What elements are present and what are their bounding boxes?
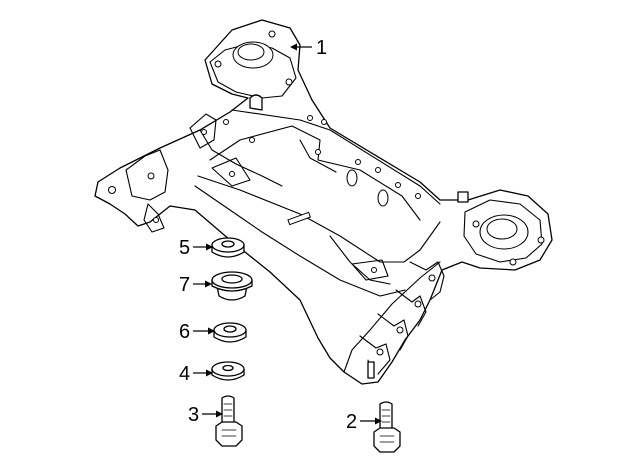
bolt-right[interactable] xyxy=(373,401,401,453)
washer-lower[interactable] xyxy=(211,361,245,381)
callout-7: 7 xyxy=(179,274,212,296)
callout-label-4: 4 xyxy=(179,363,190,385)
callout-label-3: 3 xyxy=(188,404,199,426)
bushing-middle[interactable] xyxy=(213,322,247,343)
callout-label-2: 2 xyxy=(346,411,357,433)
callout-1: 1 xyxy=(290,37,327,59)
subframe[interactable] xyxy=(94,19,553,385)
callout-label-1: 1 xyxy=(316,37,327,59)
callout-5: 5 xyxy=(179,237,213,259)
bushing-stepped[interactable] xyxy=(211,271,253,301)
callout-4: 4 xyxy=(179,363,213,385)
callout-label-5: 5 xyxy=(179,237,190,259)
bushing-upper[interactable] xyxy=(211,237,245,258)
bolt-left[interactable] xyxy=(215,395,243,447)
callout-2: 2 xyxy=(346,411,382,433)
callout-3: 3 xyxy=(188,404,223,426)
callout-6: 6 xyxy=(179,321,215,343)
callout-label-6: 6 xyxy=(179,321,190,343)
callout-label-7: 7 xyxy=(179,274,190,296)
